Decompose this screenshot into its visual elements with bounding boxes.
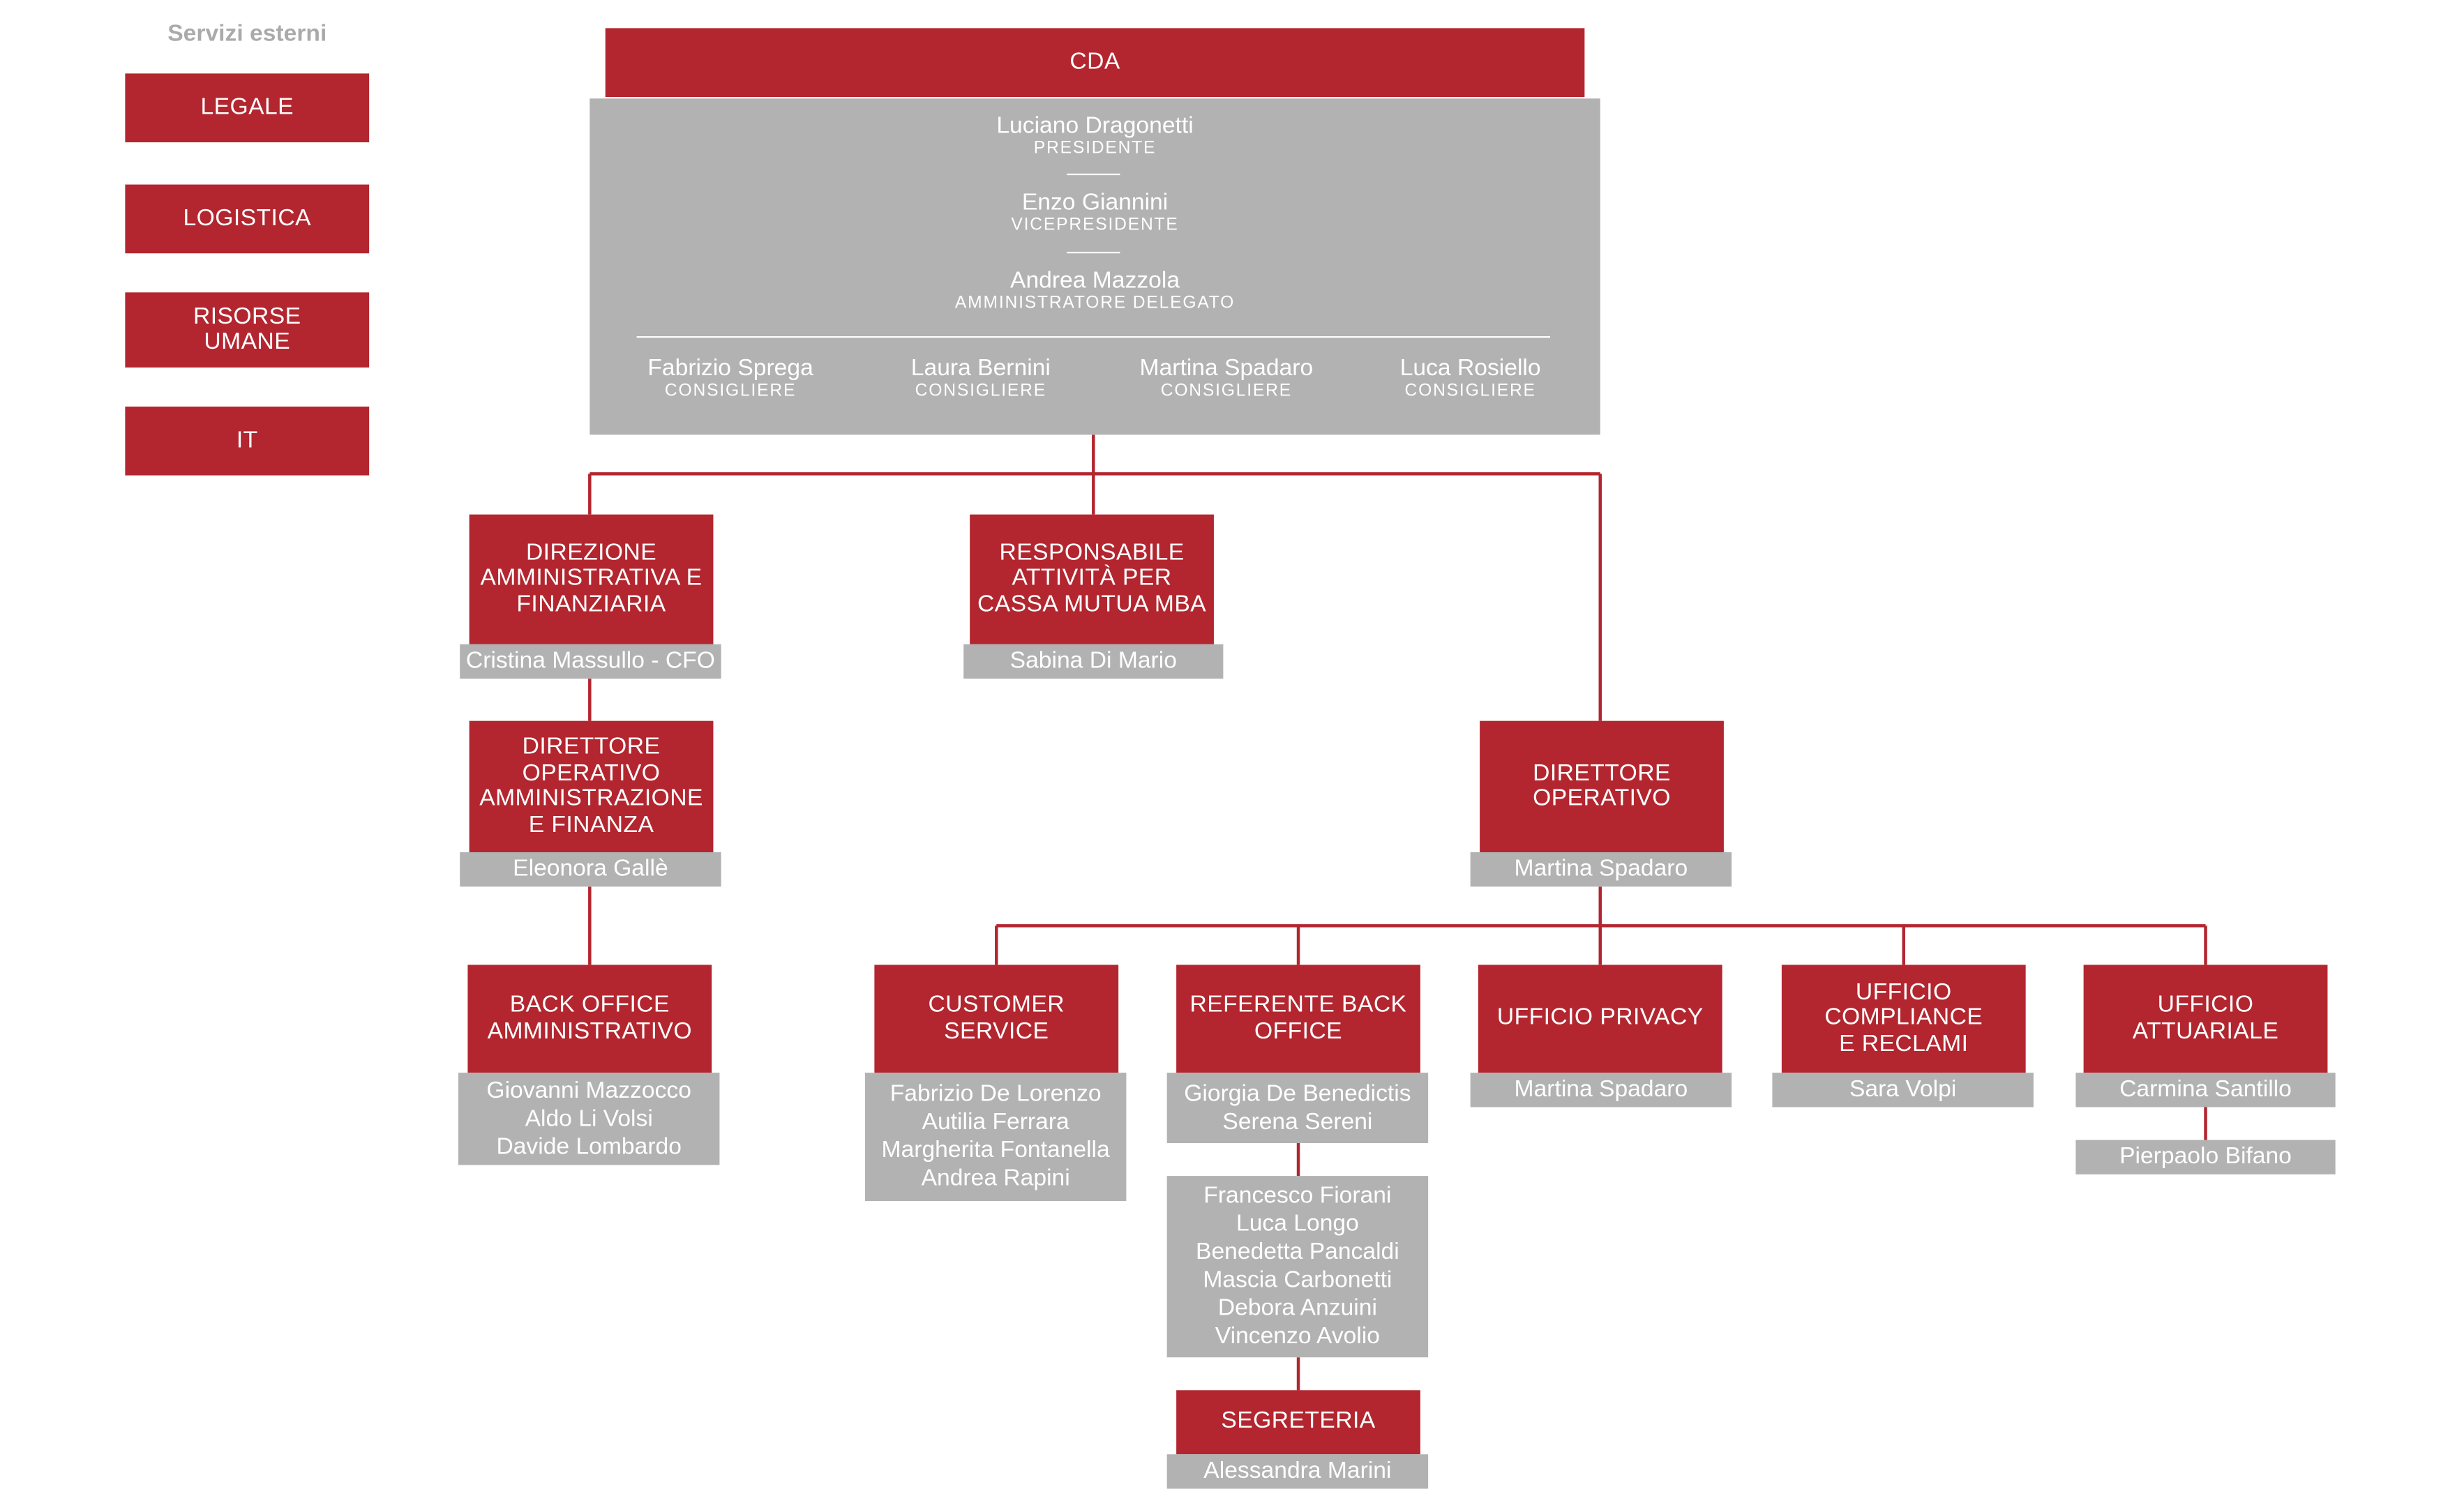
person-name: Martina Spadaro [1514, 1075, 1688, 1103]
consigliere-3: Martina Spadaro CONSIGLIERE [1086, 356, 1367, 400]
side-item-legale[interactable]: LEGALE [125, 73, 370, 143]
person-name: Aldo Li Volsi [525, 1105, 653, 1132]
unit-direttore-operativo-amministrazione[interactable]: DIRETTORE OPERATIVO AMMINISTRAZIONE E FI… [469, 720, 714, 852]
board-member-vicepresidente: Enzo Giannini VICEPRESIDENTE [590, 189, 1600, 235]
person-name: Luca Longo [1236, 1210, 1359, 1237]
board-divider [636, 336, 1551, 338]
unit-ufficio-attuariale[interactable]: UFFICIO ATTUARIALE [2083, 965, 2328, 1073]
person-name: Davide Lombardo [496, 1133, 682, 1160]
unit-responsabile-cassa-mutua[interactable]: RESPONSABILE ATTIVITÀ PER CASSA MUTUA MB… [970, 514, 1214, 644]
person-name: Eleonora Gallè [513, 855, 668, 882]
board-member-ad: Andrea Mazzola AMMINISTRATORE DELEGATO [590, 269, 1600, 313]
unit-back-office-amministrativo[interactable]: BACK OFFICE AMMINISTRATIVO [467, 965, 712, 1073]
person-direttore-op-amm: Eleonora Gallè [460, 852, 721, 887]
unit-customer-service[interactable]: CUSTOMER SERVICE [874, 965, 1119, 1073]
consigliere-1: Fabrizio Sprega CONSIGLIERE [590, 356, 871, 400]
people-back-office-team: Francesco Fiorani Luca Longo Benedetta P… [1166, 1176, 1429, 1358]
person-name: Fabrizio De Lorenzo [889, 1080, 1102, 1107]
member-name: Martina Spadaro [1139, 354, 1314, 382]
member-name: Enzo Giannini [1021, 189, 1169, 216]
consigliere-4: Luca Rosiello CONSIGLIERE [1330, 356, 1612, 400]
person-name: Serena Sereni [1222, 1107, 1373, 1135]
divider [1067, 173, 1120, 176]
member-role: PRESIDENTE [1033, 139, 1157, 158]
people-back-office-amministrativo: Giovanni Mazzocco Aldo Li Volsi Davide L… [458, 1073, 720, 1165]
person-name: Carmina Santillo [2119, 1075, 2292, 1103]
person-name: Margherita Fontanella [881, 1137, 1110, 1164]
person-attuariale-1: Carmina Santillo [2075, 1073, 2336, 1107]
person-direttore-operativo: Martina Spadaro [1470, 852, 1732, 887]
person-name: Debora Anzuini [1217, 1294, 1377, 1322]
member-name: Fabrizio Sprega [647, 354, 813, 382]
board-member-presidente: Luciano Dragonetti PRESIDENTE [590, 114, 1600, 158]
cda-board: Luciano Dragonetti PRESIDENTE Enzo Giann… [590, 98, 1600, 435]
unit-segreteria[interactable]: SEGRETERIA [1176, 1390, 1420, 1455]
person-name: Martina Spadaro [1514, 855, 1688, 882]
person-name: Giovanni Mazzocco [486, 1076, 691, 1103]
member-name: Luca Rosiello [1399, 354, 1541, 382]
side-title: Servizi esterni [167, 20, 327, 47]
person-name: Pierpaolo Bifano [2119, 1143, 2292, 1170]
side-item-logistica[interactable]: LOGISTICA [125, 184, 370, 254]
member-name: Laura Bernini [910, 354, 1051, 382]
side-item-risorse-umane[interactable]: RISORSE UMANE [125, 292, 370, 368]
person-name: Alessandra Marini [1203, 1457, 1392, 1484]
person-cfo: Cristina Massullo - CFO [460, 644, 721, 679]
person-name: Giorgia De Benedictis [1184, 1080, 1411, 1107]
people-referente-back-office: Giorgia De Benedictis Serena Sereni [1166, 1073, 1429, 1144]
consigliere-2: Laura Bernini CONSIGLIERE [840, 356, 1122, 400]
person-name: Andrea Rapini [921, 1165, 1070, 1192]
member-role: VICEPRESIDENTE [1011, 216, 1179, 235]
person-ufficio-compliance: Sara Volpi [1772, 1073, 2034, 1107]
person-name: Autilia Ferrara [922, 1108, 1069, 1135]
person-attuariale-2: Pierpaolo Bifano [2075, 1140, 2336, 1174]
member-role: CONSIGLIERE [1404, 381, 1536, 401]
divider [1067, 251, 1120, 254]
side-item-it[interactable]: IT [125, 406, 370, 476]
unit-ufficio-privacy[interactable]: UFFICIO PRIVACY [1478, 965, 1722, 1073]
person-name: Mascia Carbonetti [1203, 1267, 1392, 1294]
unit-direzione-amministrativa[interactable]: DIREZIONE AMMINISTRATIVA E FINANZIARIA [469, 514, 714, 644]
member-role: CONSIGLIERE [1160, 381, 1293, 401]
person-responsabile-mba: Sabina Di Mario [963, 644, 1224, 679]
cda-header[interactable]: CDA [605, 28, 1585, 98]
person-name: Benedetta Pancaldi [1196, 1238, 1399, 1265]
person-name: Sabina Di Mario [1009, 647, 1177, 674]
member-name: Luciano Dragonetti [996, 112, 1194, 139]
person-name: Vincenzo Avolio [1215, 1322, 1381, 1350]
person-name: Francesco Fiorani [1203, 1182, 1392, 1209]
unit-ufficio-compliance[interactable]: UFFICIO COMPLIANCE E RECLAMI [1781, 965, 2026, 1073]
member-role: CONSIGLIERE [915, 381, 1047, 401]
person-segreteria: Alessandra Marini [1166, 1454, 1429, 1489]
person-name: Sara Volpi [1849, 1075, 1957, 1103]
member-role: CONSIGLIERE [664, 381, 797, 401]
member-name: Andrea Mazzola [1010, 267, 1180, 294]
unit-referente-back-office[interactable]: REFERENTE BACK OFFICE [1176, 965, 1420, 1073]
people-customer-service: Fabrizio De Lorenzo Autilia Ferrara Marg… [864, 1073, 1127, 1202]
member-role: AMMINISTRATORE DELEGATO [954, 294, 1236, 313]
unit-direttore-operativo[interactable]: DIRETTORE OPERATIVO [1480, 720, 1724, 852]
person-name: Cristina Massullo - CFO [465, 647, 715, 674]
person-ufficio-privacy: Martina Spadaro [1470, 1073, 1732, 1107]
